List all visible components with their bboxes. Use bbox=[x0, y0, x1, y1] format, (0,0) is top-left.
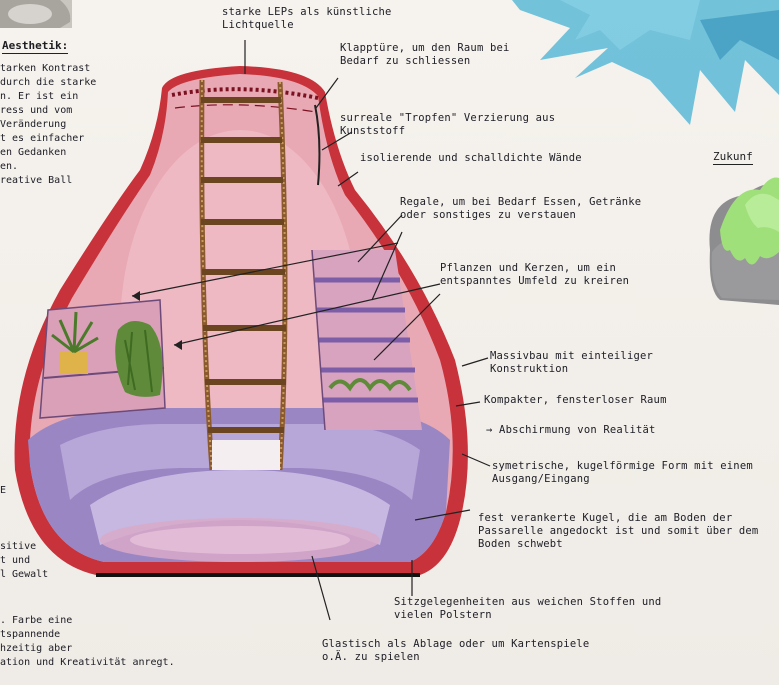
left-line: sitive bbox=[0, 540, 48, 554]
annotation-seating: Sitzgelegenheiten aus weichen Stoffen un… bbox=[394, 596, 704, 622]
left-line: ress und vom bbox=[0, 104, 96, 118]
left-line: . Farbe eine bbox=[0, 614, 175, 628]
annotation-table: Glastisch als Ablage oder um Kartenspiel… bbox=[322, 638, 592, 664]
left-line: t und bbox=[0, 554, 48, 568]
zukunft-sketch bbox=[709, 178, 779, 306]
left-line: en Gedanken bbox=[0, 146, 96, 160]
left-marker: E bbox=[0, 484, 6, 498]
left-text-bottom: . Farbe eine tspannende hzeitig aber ati… bbox=[0, 614, 175, 670]
annotation-top-light: starke LEPs als künstliche Lichtquelle bbox=[222, 6, 412, 32]
left-line: reative Ball bbox=[0, 174, 96, 188]
plant-icon bbox=[40, 300, 165, 418]
left-line: l Gewalt bbox=[0, 568, 48, 582]
annotation-construction: Massivbau mit einteiliger Konstruktion bbox=[490, 350, 675, 376]
annotation-plants: Pflanzen und Kerzen, um ein entspanntes … bbox=[440, 262, 655, 288]
annotation-drops: surreale "Tropfen" Verzierung aus Kunsts… bbox=[340, 112, 565, 138]
aesthetik-heading: Aesthetik: bbox=[2, 39, 68, 54]
left-line: Veränderung bbox=[0, 118, 96, 132]
left-line: tspannende bbox=[0, 628, 175, 642]
left-line: hzeitig aber bbox=[0, 642, 175, 656]
left-line: t es einfacher bbox=[0, 132, 96, 146]
annotation-room: Kompakter, fensterloser Raum bbox=[484, 394, 704, 407]
left-line: durch die starke bbox=[0, 76, 96, 90]
annotation-walls: isolierende und schalldichte Wände bbox=[360, 152, 600, 165]
photo-fragment bbox=[0, 0, 72, 28]
annotation-door: Klapptüre, um den Raum bei Bedarf zu sch… bbox=[340, 42, 520, 68]
left-text-top: tarken Kontrast durch die starke n. Er i… bbox=[0, 62, 96, 188]
left-line: en. bbox=[0, 160, 96, 174]
left-line: tarken Kontrast bbox=[0, 62, 96, 76]
left-line: ation und Kreativität anregt. bbox=[0, 656, 175, 670]
zukunft-heading: Zukunf bbox=[713, 150, 753, 165]
cyan-watercolor bbox=[512, 0, 779, 125]
annotation-shape: symetrische, kugelförmige Form mit einem… bbox=[492, 460, 762, 486]
annotation-shelves: Regale, um bei Bedarf Essen, Getränke od… bbox=[400, 196, 650, 222]
left-text-mid: sitive t und l Gewalt bbox=[0, 540, 48, 582]
annotation-shielding: → Abschirmung von Realität bbox=[486, 424, 656, 437]
left-line: n. Er ist ein bbox=[0, 90, 96, 104]
annotation-anchored: fest verankerte Kugel, die am Boden der … bbox=[478, 512, 776, 551]
